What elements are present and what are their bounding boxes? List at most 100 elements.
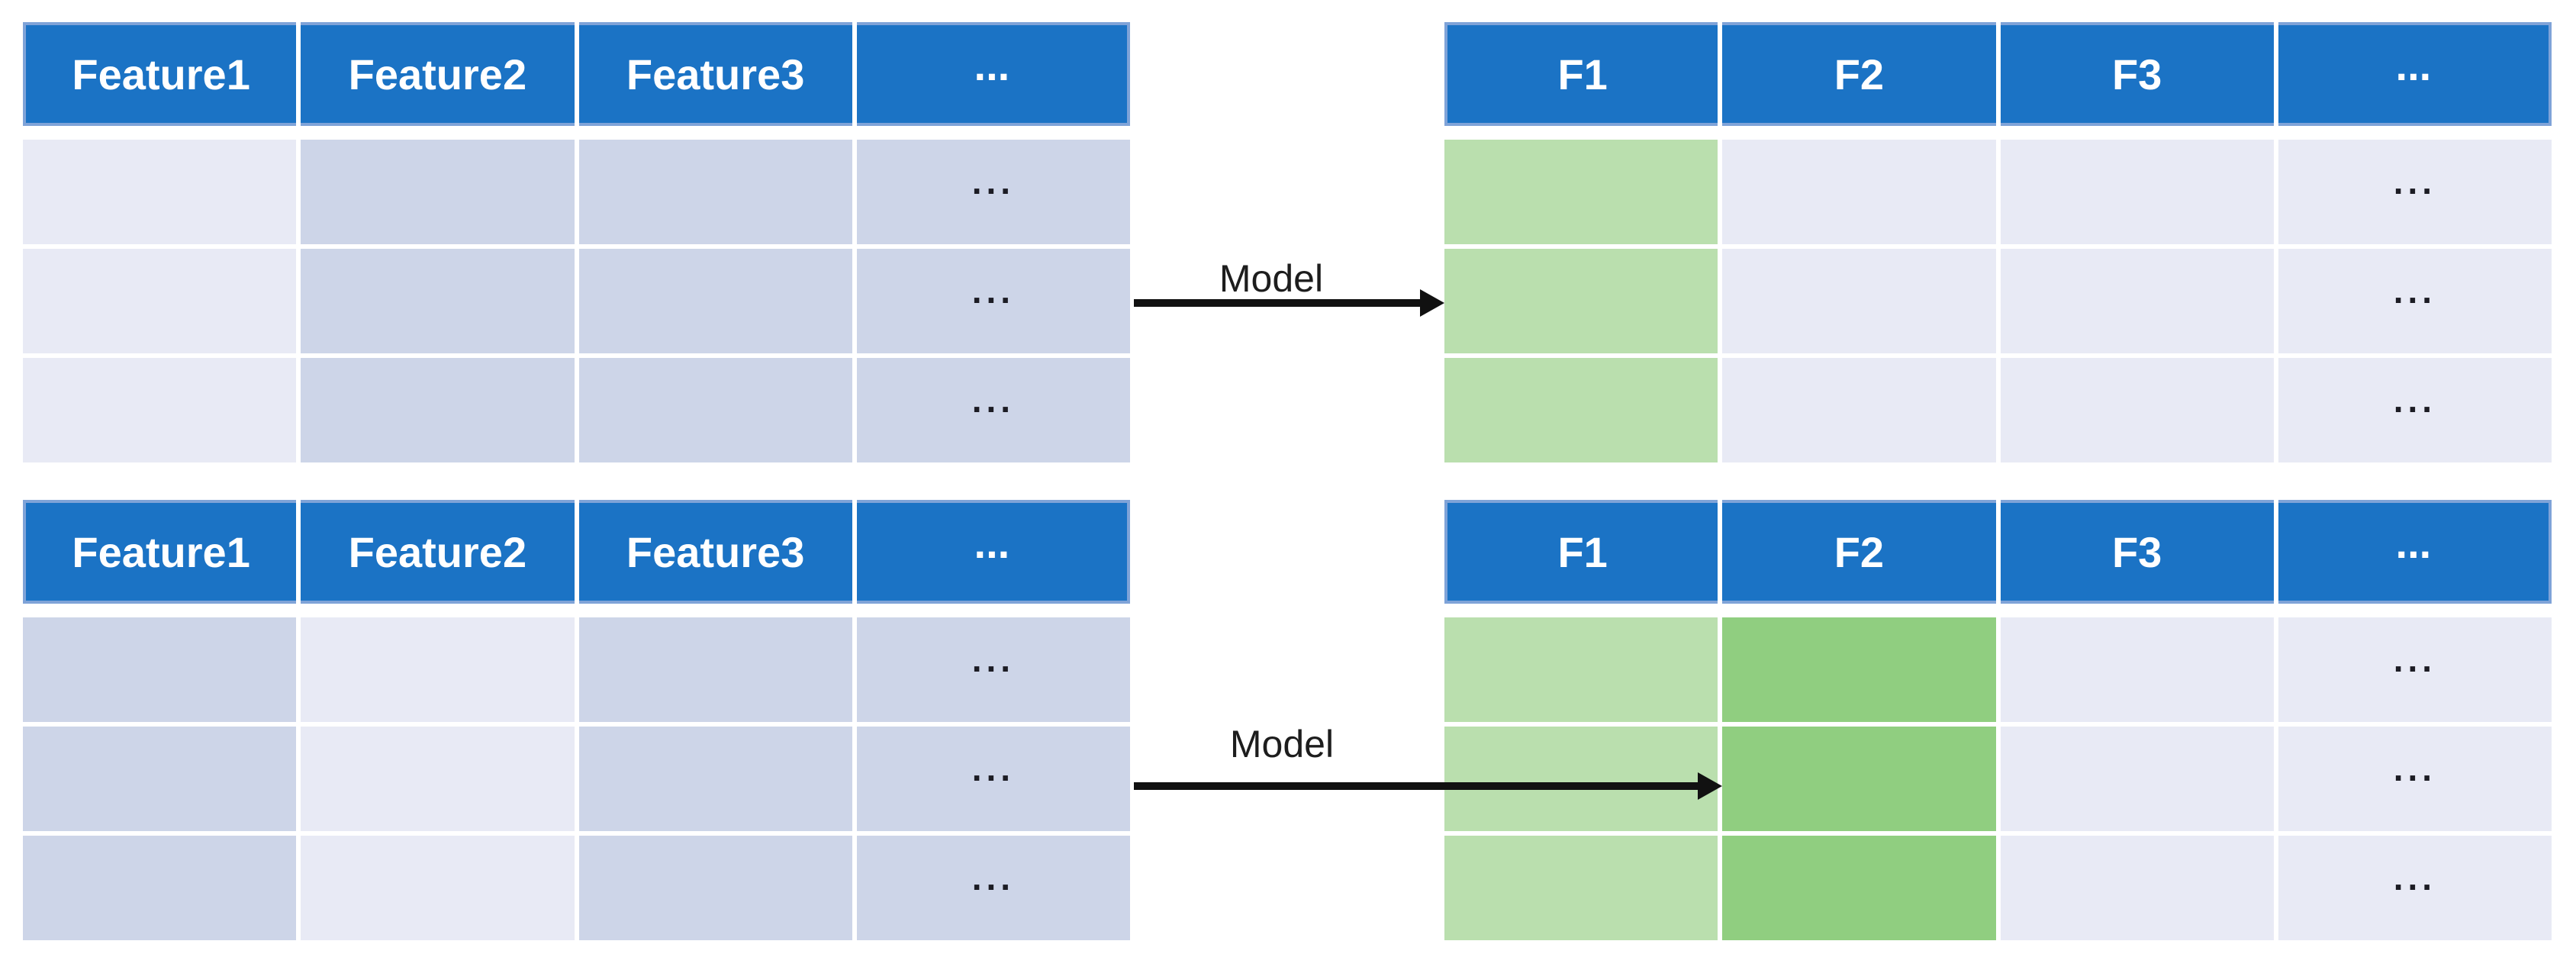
ellipsis-cell: ... <box>2278 358 2552 462</box>
predicted-cell-f1 <box>1444 358 1718 462</box>
predicted-cell-f2 <box>1722 727 1996 831</box>
ellipsis-text: ... <box>971 270 1016 311</box>
header-cell-feature1: Feature1 <box>23 500 297 604</box>
header-cell-f3: F3 <box>2000 22 2274 126</box>
predicted-cell-f1 <box>1444 140 1718 244</box>
header-cell-feature2: Feature2 <box>301 22 575 126</box>
header-text: Feature1 <box>72 50 250 98</box>
model-label-text: Model <box>1229 723 1335 765</box>
known-cell-f1 <box>1444 617 1718 722</box>
feature-table-step1: Feature1 Feature2 Feature3 ... ... ... .… <box>23 22 1130 462</box>
ellipsis-cell: ... <box>856 140 1130 244</box>
header-text: F1 <box>1557 527 1608 576</box>
table-cell <box>301 727 575 831</box>
model-label-text: Model <box>1219 257 1324 300</box>
ellipsis-text: ... <box>2393 379 2437 420</box>
header-cell-f1: F1 <box>1444 22 1718 126</box>
header-text: F2 <box>1834 50 1885 98</box>
table-cell <box>2000 727 2274 831</box>
ellipsis-text: ... <box>2393 857 2437 897</box>
header-text: ... <box>974 518 1010 567</box>
ellipsis-text: ... <box>2393 161 2437 201</box>
ellipsis-text: ... <box>971 639 1016 679</box>
header-text: Feature3 <box>626 50 805 98</box>
ellipsis-text: ... <box>971 748 1016 788</box>
ellipsis-text: ... <box>971 857 1016 897</box>
arrow-line <box>1134 782 1699 790</box>
ellipsis-cell: ... <box>856 617 1130 722</box>
header-cell-f2: F2 <box>1722 500 1996 604</box>
table-cell <box>578 617 852 722</box>
ellipsis-cell: ... <box>856 727 1130 831</box>
table-cell <box>23 727 297 831</box>
header-text: F1 <box>1557 50 1608 98</box>
header-text: Feature3 <box>626 527 805 576</box>
header-cell-ellipsis: ... <box>856 22 1130 126</box>
ellipsis-text: ... <box>2393 270 2437 311</box>
table-header-row: Feature1 Feature2 Feature3 ... <box>23 500 1130 604</box>
ellipsis-cell: ... <box>856 358 1130 462</box>
table-cell <box>2000 836 2274 940</box>
feature-table-step2: Feature1 Feature2 Feature3 ... ... ... .… <box>23 500 1130 940</box>
table-cell <box>1722 249 1996 353</box>
predicted-cell-f2 <box>1722 836 1996 940</box>
ellipsis-cell: ... <box>2278 249 2552 353</box>
arrow-line <box>1134 299 1422 307</box>
header-text: Feature1 <box>72 527 250 576</box>
ellipsis-cell: ... <box>856 836 1130 940</box>
table-cell <box>301 358 575 462</box>
table-cell <box>23 249 297 353</box>
header-text: ... <box>974 40 1010 89</box>
predicted-cell-f1 <box>1444 249 1718 353</box>
ellipsis-cell: ... <box>2278 617 2552 722</box>
header-cell-ellipsis: ... <box>2278 500 2552 604</box>
ellipsis-cell: ... <box>856 249 1130 353</box>
known-cell-f1 <box>1444 836 1718 940</box>
header-cell-f1: F1 <box>1444 500 1718 604</box>
header-cell-feature3: Feature3 <box>578 22 852 126</box>
header-cell-feature3: Feature3 <box>578 500 852 604</box>
table-cell <box>578 249 852 353</box>
table-cell <box>23 140 297 244</box>
header-text: F3 <box>2111 527 2162 576</box>
header-cell-f3: F3 <box>2000 500 2274 604</box>
header-text: ... <box>2395 518 2432 567</box>
table-cell <box>301 140 575 244</box>
table-cell <box>23 358 297 462</box>
header-cell-feature1: Feature1 <box>23 22 297 126</box>
table-cell <box>1722 358 1996 462</box>
header-text: ... <box>2395 40 2432 89</box>
table-cell <box>23 617 297 722</box>
header-cell-feature2: Feature2 <box>301 500 575 604</box>
table-header-row: F1 F2 F3 ... <box>1444 500 2552 604</box>
table-cell <box>301 836 575 940</box>
arrow-head-icon <box>1698 772 1722 800</box>
table-cell <box>578 358 852 462</box>
header-text: F3 <box>2111 50 2162 98</box>
table-cell <box>578 836 852 940</box>
header-text: Feature2 <box>348 527 527 576</box>
table-cell <box>2000 140 2274 244</box>
table-body: ... ... ... <box>23 140 1130 462</box>
table-cell <box>2000 358 2274 462</box>
table-cell <box>301 249 575 353</box>
predicted-cell-f2 <box>1722 617 1996 722</box>
table-body: ... ... ... <box>1444 617 2552 940</box>
ellipsis-text: ... <box>971 161 1016 201</box>
ellipsis-cell: ... <box>2278 836 2552 940</box>
header-text: F2 <box>1834 527 1885 576</box>
prediction-table-step1: F1 F2 F3 ... ... ... ... <box>1444 22 2552 462</box>
header-cell-ellipsis: ... <box>2278 22 2552 126</box>
model-label: Model <box>1176 256 1367 301</box>
ellipsis-cell: ... <box>2278 140 2552 244</box>
table-header-row: Feature1 Feature2 Feature3 ... <box>23 22 1130 126</box>
table-header-row: F1 F2 F3 ... <box>1444 22 2552 126</box>
prediction-table-step2: F1 F2 F3 ... ... ... ... <box>1444 500 2552 940</box>
table-cell <box>578 140 852 244</box>
table-cell <box>1722 140 1996 244</box>
table-cell <box>578 727 852 831</box>
model-label: Model <box>1187 722 1377 766</box>
table-cell <box>23 836 297 940</box>
table-cell <box>2000 617 2274 722</box>
